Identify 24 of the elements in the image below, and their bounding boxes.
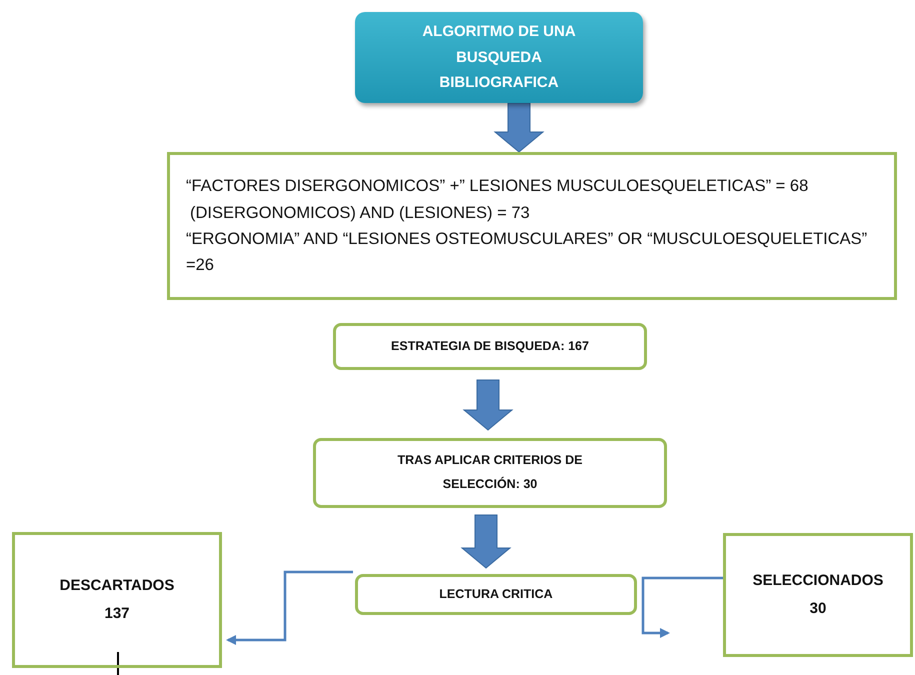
block-arrow: [494, 102, 544, 153]
node-text: ALGORITMO DE UNA BUSQUEDA BIBLIOGRAFICA: [421, 22, 577, 94]
node-text: 30: [810, 599, 826, 619]
node-text: 137: [104, 604, 130, 624]
block-arrow: [462, 380, 514, 431]
search-query-box: [167, 152, 897, 300]
process-box: [333, 323, 647, 370]
title-box: [355, 12, 643, 103]
node-text: (DISERGONOMICOS) AND (LESIONES) = 73: [189, 202, 530, 224]
node-text: LECTURA CRITICA: [439, 586, 553, 603]
node-text: “ERGONOMIA” AND “LESIONES OSTEOMUSCULARES” OR “MUSCULOESQUELETICAS” =26: [186, 229, 868, 276]
node-text: ESTRATEGIA DE BISQUEDA: 167: [391, 338, 589, 355]
node-text: “FACTORES DISERGONOMICOS” +” LESIONES MUSCULOESQUELETICAS” = 68: [186, 176, 808, 198]
connector-line: [117, 652, 119, 675]
node-text: SELECCIONADOS: [752, 570, 884, 590]
node-text: DESCARTADOS: [60, 576, 174, 596]
process-box: [355, 574, 637, 615]
result-box: [12, 532, 222, 668]
elbow-arrow: [642, 576, 723, 638]
process-box: [313, 438, 667, 508]
node-text: TRAS APLICAR CRITERIOS DE SELECCIÓN: 30: [396, 452, 584, 493]
elbow-arrow: [226, 570, 353, 645]
block-arrow: [460, 514, 512, 569]
result-box: [723, 533, 913, 657]
